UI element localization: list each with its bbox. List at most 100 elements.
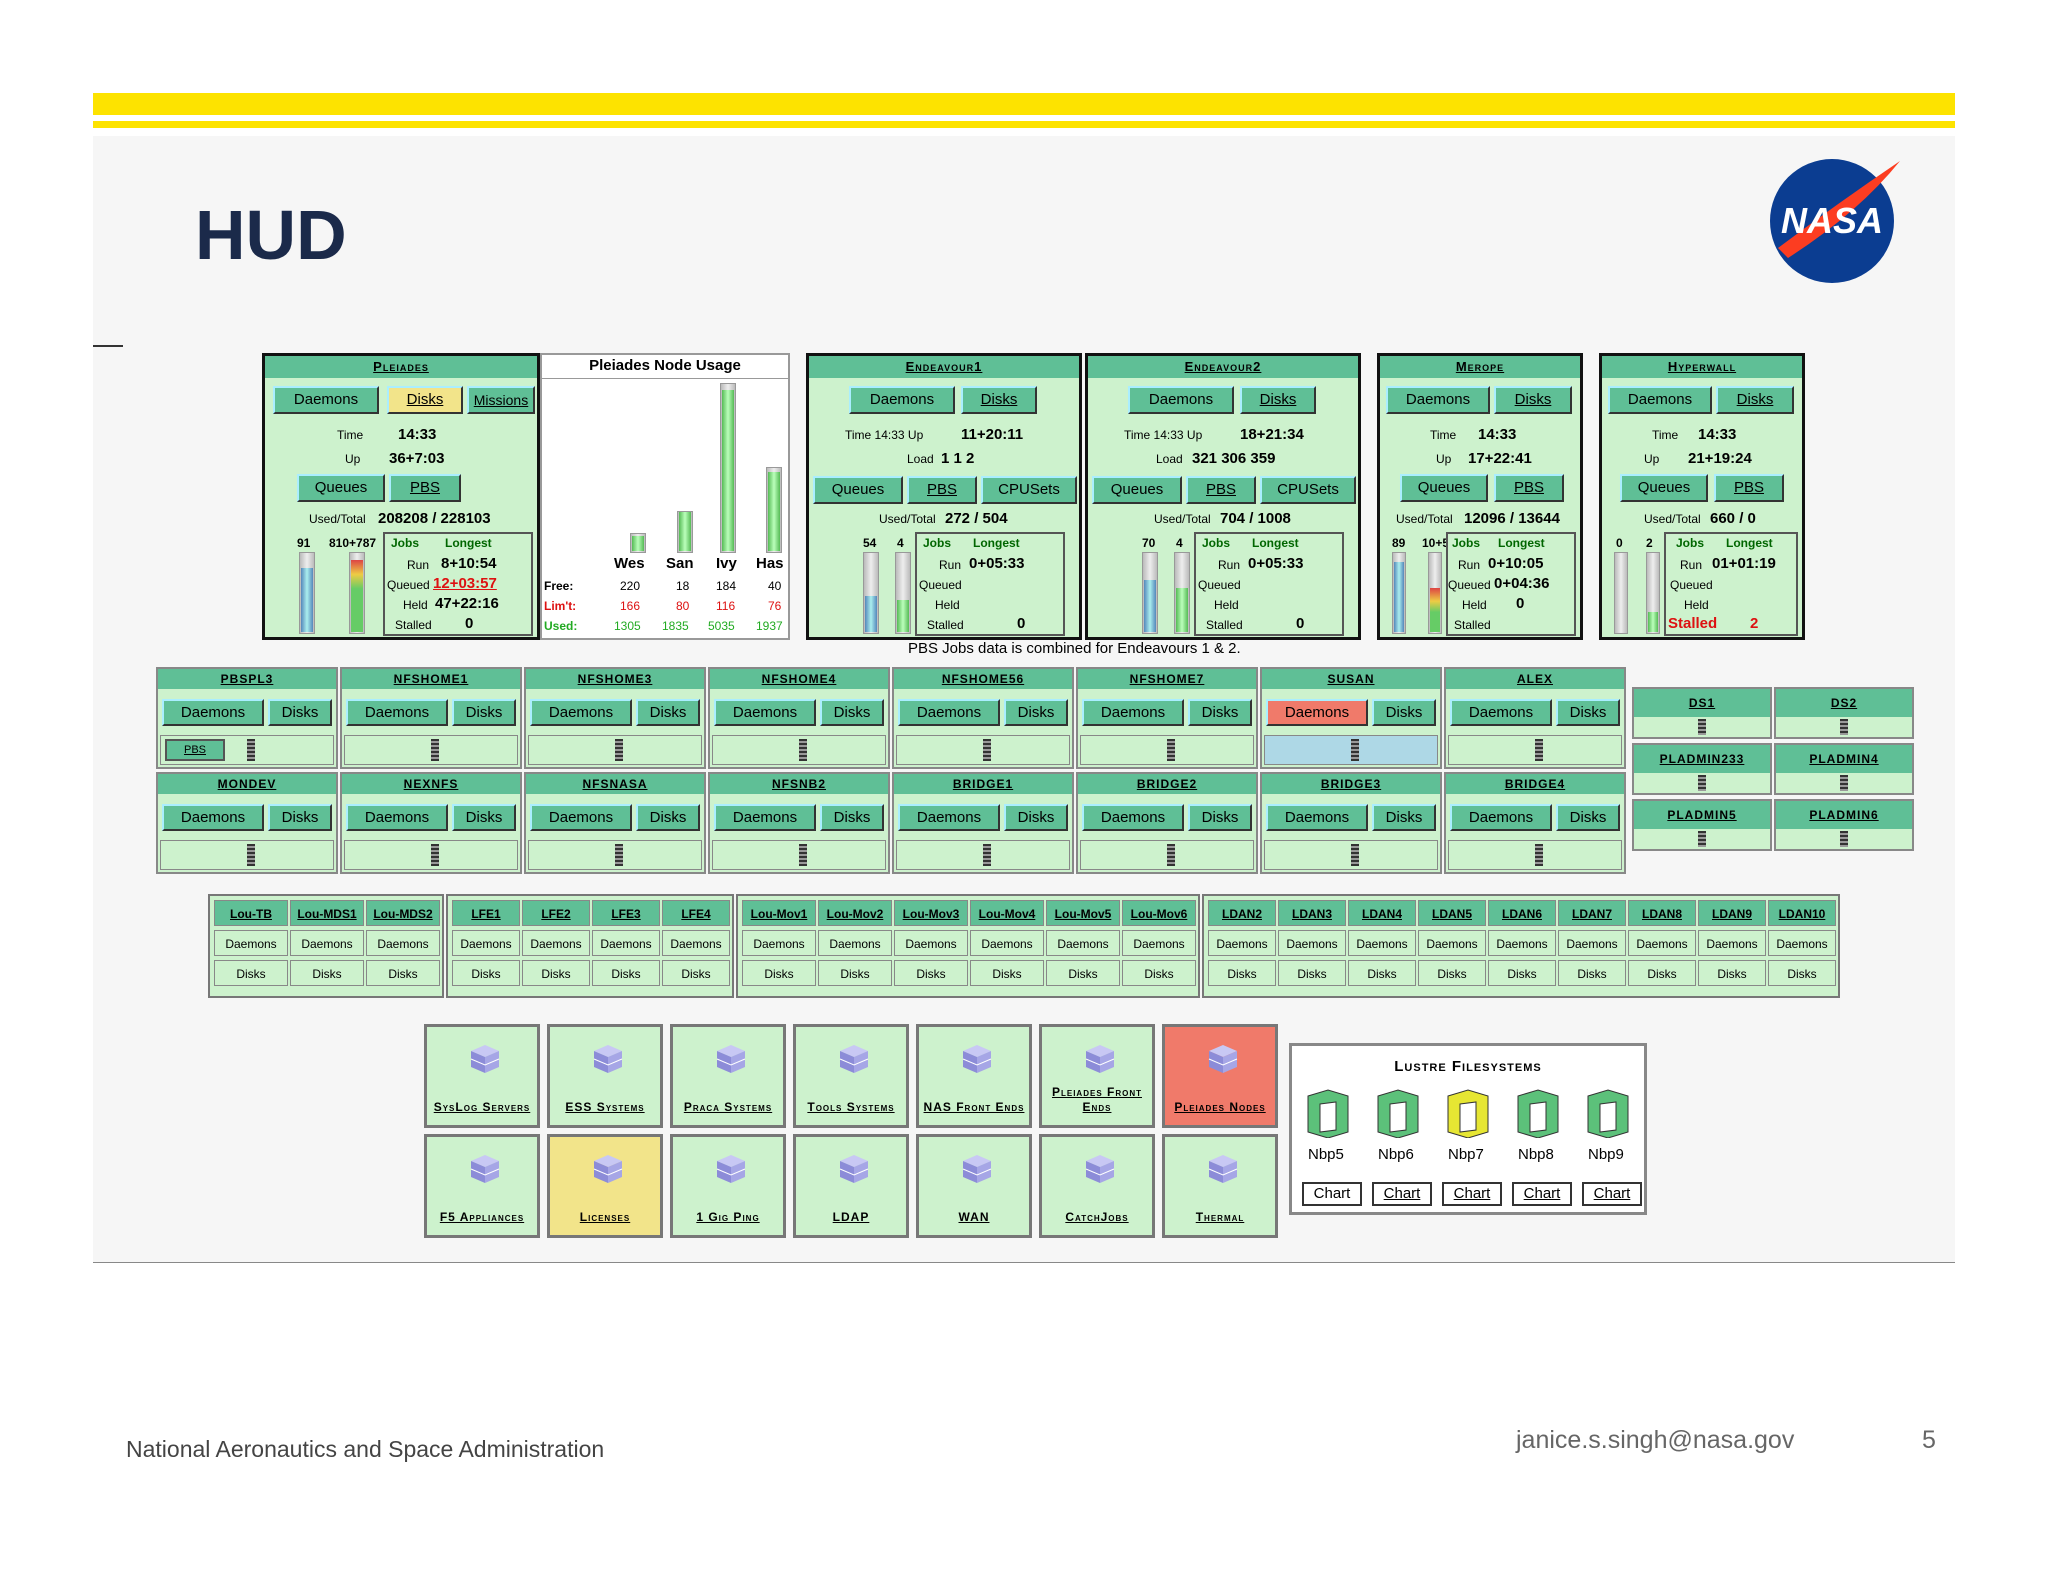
lou-title[interactable]: Lou-Mov3 — [894, 900, 968, 926]
server-title[interactable]: ALEX — [1446, 669, 1624, 689]
disks-button[interactable]: Disks — [970, 960, 1044, 986]
disks-button[interactable]: Disks — [1372, 804, 1436, 831]
endeavour2-title[interactable]: Endeavour2 — [1088, 356, 1358, 378]
system-tile[interactable]: Pleiades Front Ends — [1039, 1024, 1155, 1128]
tile-label[interactable]: WAN — [958, 1210, 990, 1224]
daemons-button[interactable]: Daemons — [162, 804, 264, 831]
endeavour2-cpusets-button[interactable]: CPUSets — [1260, 476, 1356, 504]
server-title[interactable]: BRIDGE3 — [1262, 774, 1440, 794]
lou-title[interactable]: LDAN7 — [1558, 900, 1626, 926]
disks-button[interactable]: Disks — [1004, 699, 1068, 726]
server-title[interactable]: NFSHOME7 — [1078, 669, 1256, 689]
merope-disks-button[interactable]: Disks — [1494, 386, 1572, 414]
daemons-button[interactable]: Daemons — [1450, 804, 1552, 831]
daemons-button[interactable]: Daemons — [1488, 930, 1556, 956]
daemons-button[interactable]: Daemons — [522, 930, 590, 956]
daemons-button[interactable]: Daemons — [530, 699, 632, 726]
disks-button[interactable]: Disks — [366, 960, 440, 986]
lou-title[interactable]: LDAN10 — [1768, 900, 1836, 926]
hyperwall-disks-button[interactable]: Disks — [1716, 386, 1794, 414]
daemons-button[interactable]: Daemons — [1418, 930, 1486, 956]
server-title[interactable]: NFSHOME3 — [526, 669, 704, 689]
disks-button[interactable]: Disks — [1348, 960, 1416, 986]
server-title[interactable]: SUSAN — [1262, 669, 1440, 689]
ds-title[interactable]: PLADMIN6 — [1776, 801, 1912, 829]
endeavour1-cpusets-button[interactable]: CPUSets — [981, 476, 1077, 504]
lou-title[interactable]: LFE2 — [522, 900, 590, 926]
system-tile[interactable]: Licenses — [547, 1134, 663, 1238]
system-tile[interactable]: NAS Front Ends — [916, 1024, 1032, 1128]
daemons-button[interactable]: Daemons — [894, 930, 968, 956]
disks-button[interactable]: Disks — [1556, 804, 1620, 831]
pleiades-missions-button[interactable]: Missions — [467, 386, 535, 414]
daemons-button[interactable]: Daemons — [898, 804, 1000, 831]
chart-button[interactable]: Chart — [1582, 1182, 1642, 1206]
daemons-button[interactable]: Daemons — [898, 699, 1000, 726]
disks-button[interactable]: Disks — [1628, 960, 1696, 986]
chart-button[interactable]: Chart — [1442, 1182, 1502, 1206]
daemons-button[interactable]: Daemons — [1628, 930, 1696, 956]
server-title[interactable]: NFSHOME1 — [342, 669, 520, 689]
disks-button[interactable]: Disks — [592, 960, 660, 986]
endeavour1-pbs-button[interactable]: PBS — [907, 476, 977, 504]
hyperwall-daemons-button[interactable]: Daemons — [1608, 386, 1712, 414]
daemons-button[interactable]: Daemons — [1450, 699, 1552, 726]
server-title[interactable]: BRIDGE1 — [894, 774, 1072, 794]
lou-title[interactable]: Lou-TB — [214, 900, 288, 926]
disks-button[interactable]: Disks — [742, 960, 816, 986]
lou-title[interactable]: LDAN6 — [1488, 900, 1556, 926]
server-title[interactable]: NEXNFS — [342, 774, 520, 794]
lou-title[interactable]: LDAN8 — [1628, 900, 1696, 926]
pleiades-pbs-button[interactable]: PBS — [389, 474, 461, 502]
daemons-button[interactable]: Daemons — [530, 804, 632, 831]
endeavour1-daemons-button[interactable]: Daemons — [849, 386, 955, 414]
endeavour2-daemons-button[interactable]: Daemons — [1128, 386, 1234, 414]
server-title[interactable]: MONDEV — [158, 774, 336, 794]
lou-title[interactable]: Lou-Mov2 — [818, 900, 892, 926]
lou-title[interactable]: LFE3 — [592, 900, 660, 926]
lou-title[interactable]: LDAN9 — [1698, 900, 1766, 926]
system-tile[interactable]: Tools Systems — [793, 1024, 909, 1128]
hyperwall-pbs-button[interactable]: PBS — [1714, 474, 1784, 502]
disks-button[interactable]: Disks — [452, 960, 520, 986]
daemons-button[interactable]: Daemons — [970, 930, 1044, 956]
merope-title[interactable]: Merope — [1380, 356, 1580, 378]
ds-title[interactable]: PLADMIN233 — [1634, 745, 1770, 773]
tile-label[interactable]: Pleiades Front Ends — [1051, 1085, 1142, 1114]
disks-button[interactable]: Disks — [214, 960, 288, 986]
daemons-button[interactable]: Daemons — [1278, 930, 1346, 956]
queued-value[interactable]: 12+03:57 — [433, 575, 497, 592]
disks-button[interactable]: Disks — [1122, 960, 1196, 986]
lou-title[interactable]: LDAN3 — [1278, 900, 1346, 926]
system-tile[interactable]: Thermal — [1162, 1134, 1278, 1238]
system-tile[interactable]: LDAP — [793, 1134, 909, 1238]
disks-button[interactable]: Disks — [1188, 804, 1252, 831]
daemons-button[interactable]: Daemons — [742, 930, 816, 956]
daemons-button[interactable]: Daemons — [346, 804, 448, 831]
merope-daemons-button[interactable]: Daemons — [1386, 386, 1490, 414]
disks-button[interactable]: Disks — [1768, 960, 1836, 986]
server-title[interactable]: NFSHOME56 — [894, 669, 1072, 689]
daemons-button[interactable]: Daemons — [1348, 930, 1416, 956]
disks-button[interactable]: Disks — [636, 699, 700, 726]
disks-button[interactable]: Disks — [522, 960, 590, 986]
pbs-button[interactable]: PBS — [165, 739, 225, 761]
ds-title[interactable]: DS2 — [1776, 689, 1912, 717]
disks-button[interactable]: Disks — [1556, 699, 1620, 726]
chart-button[interactable]: Chart — [1302, 1182, 1362, 1206]
disks-button[interactable]: Disks — [1046, 960, 1120, 986]
lou-title[interactable]: Lou-MDS2 — [366, 900, 440, 926]
daemons-button[interactable]: Daemons — [1082, 699, 1184, 726]
disks-button[interactable]: Disks — [636, 804, 700, 831]
hyperwall-queues-button[interactable]: Queues — [1620, 474, 1708, 502]
lou-title[interactable]: LFE4 — [662, 900, 730, 926]
system-tile[interactable]: WAN — [916, 1134, 1032, 1238]
disks-button[interactable]: Disks — [452, 699, 516, 726]
daemons-button[interactable]: Daemons — [214, 930, 288, 956]
disks-button[interactable]: Disks — [1418, 960, 1486, 986]
tile-label[interactable]: NAS Front Ends — [923, 1100, 1025, 1114]
server-title[interactable]: BRIDGE2 — [1078, 774, 1256, 794]
endeavour2-queues-button[interactable]: Queues — [1092, 476, 1182, 504]
tile-label[interactable]: Tools Systems — [807, 1100, 895, 1114]
endeavour2-pbs-button[interactable]: PBS — [1186, 476, 1256, 504]
